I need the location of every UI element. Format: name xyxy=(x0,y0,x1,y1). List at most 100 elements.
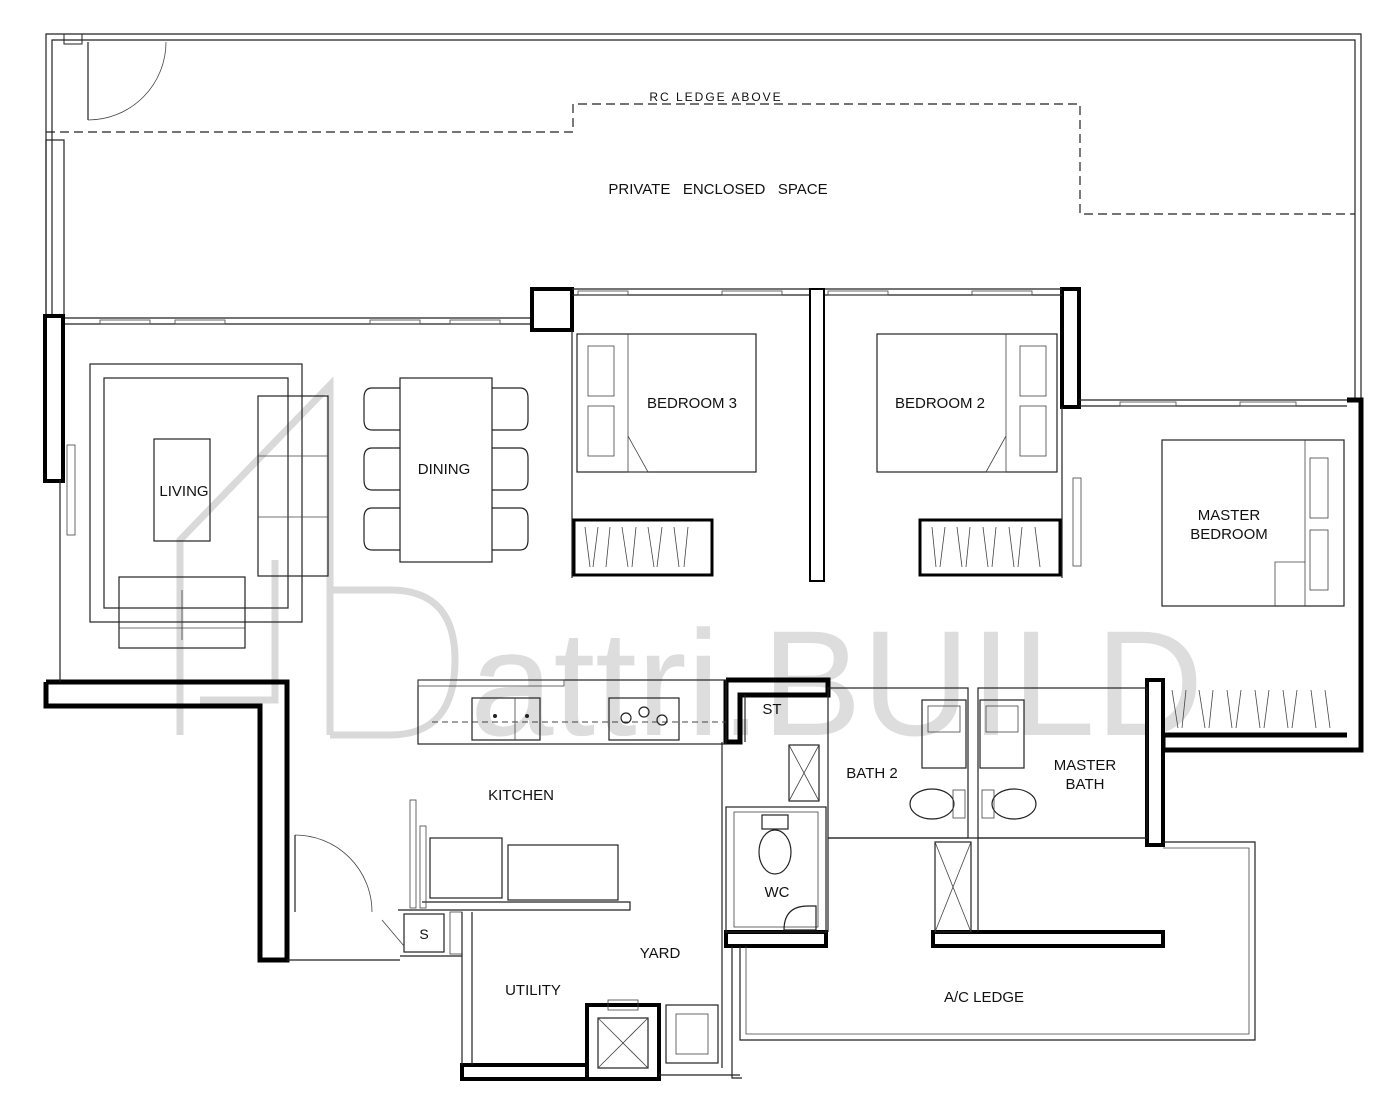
door-leaf xyxy=(1072,477,1082,567)
dining-table xyxy=(399,377,493,563)
entrance-door xyxy=(287,834,400,961)
window-sash xyxy=(827,290,889,296)
bed-bedroom3 xyxy=(576,333,757,473)
dining-chair xyxy=(492,507,529,551)
label-rc-ledge-above: RC LEDGE ABOVE xyxy=(649,90,782,104)
burner xyxy=(638,706,650,718)
hanger xyxy=(1008,526,1015,568)
ac-ledge-outline xyxy=(739,841,1256,1041)
hanger xyxy=(1235,689,1242,729)
shelter-room xyxy=(403,913,445,953)
hanger xyxy=(965,526,971,568)
master-bath: MASTER BATH xyxy=(977,687,1148,932)
bed-fold xyxy=(1274,561,1305,606)
dining-area: DINING xyxy=(363,377,529,563)
hanger xyxy=(631,526,637,568)
shower-tray xyxy=(788,744,820,802)
master-bath-room xyxy=(977,687,1148,839)
pillow xyxy=(1019,405,1047,457)
dining-chair xyxy=(363,447,400,491)
wc-room xyxy=(725,806,827,933)
master-bedroom: MASTER BEDROOM xyxy=(1079,399,1347,729)
wall-master-east xyxy=(1160,397,1364,753)
wc-inner xyxy=(733,811,819,928)
label-st: ST xyxy=(762,701,781,718)
watermark-d-shape xyxy=(330,586,459,739)
washer-top xyxy=(607,999,639,1011)
bed-fold xyxy=(985,435,1007,473)
window-sash xyxy=(369,319,421,325)
label-yard: YARD xyxy=(640,945,681,962)
hanger xyxy=(1017,526,1023,568)
entrance-door-swing xyxy=(294,834,373,913)
hanger xyxy=(647,526,655,568)
dryer xyxy=(665,1004,719,1064)
label-bath2: BATH 2 xyxy=(846,765,897,782)
sink-drain xyxy=(525,714,529,718)
hanger xyxy=(673,526,680,568)
pes-outer-line xyxy=(45,33,1362,400)
window-sash xyxy=(1119,401,1177,407)
hanger xyxy=(1254,689,1261,729)
label-private-enclosed-space: PRIVATE ENCLOSED SPACE xyxy=(608,181,827,198)
hanger xyxy=(1263,689,1270,729)
label-master-bath-line2: BATH xyxy=(1066,776,1105,793)
dining-chair xyxy=(492,387,529,431)
label-utility: UTILITY xyxy=(505,982,561,999)
wall-living-column xyxy=(43,314,65,483)
bath2-vanity xyxy=(921,699,967,769)
wc: WC xyxy=(725,744,827,933)
watermark-house-outline xyxy=(176,376,334,735)
burner xyxy=(656,714,668,726)
pillow xyxy=(1019,345,1047,397)
washer-cross xyxy=(597,1017,649,1069)
bed-master xyxy=(1161,439,1345,607)
kitchen-counter xyxy=(417,679,727,745)
hanger xyxy=(1034,526,1041,568)
fridge xyxy=(429,837,503,899)
living-rug-inner xyxy=(103,377,289,609)
utility-yard: S YARD UTILITY xyxy=(381,742,740,1076)
bath2-toilet xyxy=(909,788,955,820)
window-sash xyxy=(971,290,1033,296)
hanger xyxy=(1226,689,1233,729)
shower-cross xyxy=(934,841,972,933)
hanger xyxy=(991,526,997,568)
bath2-tank xyxy=(952,789,966,819)
counter-edge xyxy=(417,679,565,687)
bed-bedroom2 xyxy=(876,333,1058,473)
pes-door-swing xyxy=(87,41,167,121)
master-bath-tank xyxy=(981,789,995,819)
pes-inner-line xyxy=(51,39,1356,400)
kitchen-door-leaf xyxy=(409,799,417,909)
window-sash xyxy=(721,290,783,296)
ac-ledge-wall xyxy=(731,946,742,1079)
hanger xyxy=(1171,689,1179,729)
wall-wc-bottom xyxy=(724,930,828,948)
dining-chair xyxy=(363,507,400,551)
dining-chair xyxy=(363,387,400,431)
living-window xyxy=(64,317,530,325)
window-sash xyxy=(449,319,501,325)
window-sash xyxy=(99,319,151,325)
dining-chairs xyxy=(363,387,529,551)
watermark: attri.BUILD xyxy=(176,376,1204,767)
hanger xyxy=(683,526,689,568)
label-master-bedroom-line1: MASTER xyxy=(1198,507,1261,524)
ac-ledge: A/C LEDGE xyxy=(731,841,1256,1079)
living-room: LIVING xyxy=(66,363,329,649)
kitchen-door-leaf xyxy=(419,825,427,909)
window-sash xyxy=(174,319,226,325)
label-kitchen: KITCHEN xyxy=(488,787,554,804)
hanger xyxy=(592,526,599,568)
hanger xyxy=(1291,689,1298,729)
hanger xyxy=(1310,689,1317,729)
hanger xyxy=(1208,689,1214,729)
wardrobe-bedroom2 xyxy=(918,518,1062,577)
hanger xyxy=(1282,689,1289,729)
washer xyxy=(597,1017,649,1069)
ac-ledge-inner xyxy=(745,847,1250,1035)
hanger xyxy=(1324,689,1331,729)
label-s: S xyxy=(419,926,428,942)
window-sash xyxy=(1239,401,1297,407)
